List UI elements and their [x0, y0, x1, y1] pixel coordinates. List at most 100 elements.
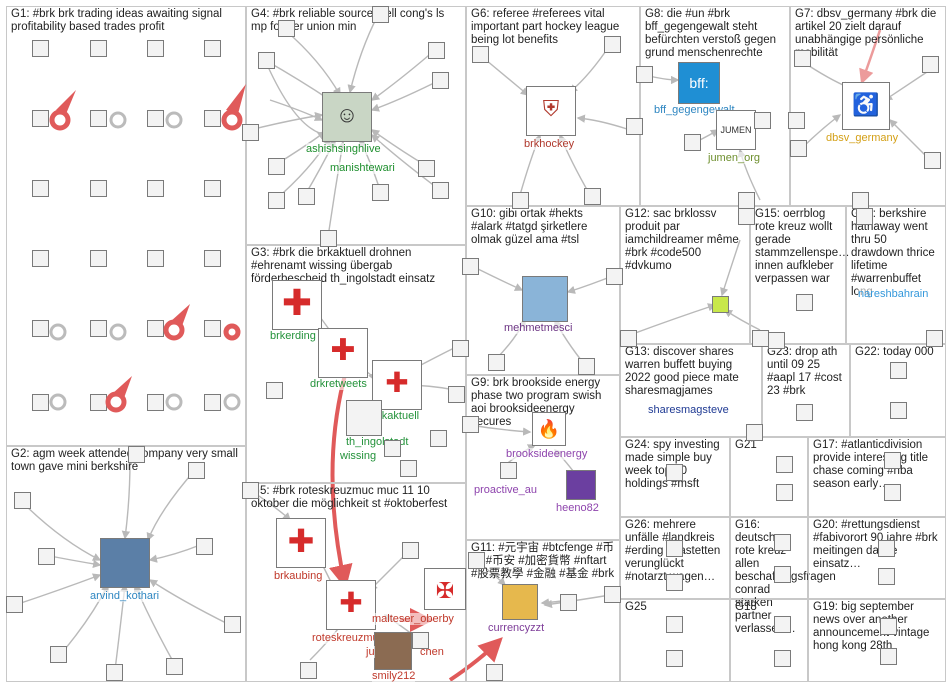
node-drkretweets[interactable]: ✚ — [318, 328, 368, 378]
avatar-node[interactable] — [620, 330, 637, 347]
node-brkhockey[interactable]: ⛨ — [526, 86, 576, 136]
avatar-node[interactable] — [666, 464, 683, 481]
node-ashishsinghlive[interactable]: ☺ — [322, 92, 372, 142]
avatar-node[interactable] — [794, 50, 811, 67]
avatar-node[interactable] — [468, 552, 485, 569]
avatar-node[interactable] — [147, 250, 164, 267]
avatar-node[interactable] — [712, 296, 729, 313]
node-jumen-org[interactable]: JUMEN — [716, 110, 756, 150]
avatar-node[interactable] — [880, 618, 897, 635]
avatar-node[interactable] — [890, 362, 907, 379]
avatar-node[interactable] — [384, 440, 401, 457]
avatar-node[interactable] — [6, 596, 23, 613]
avatar-node[interactable] — [266, 382, 283, 399]
avatar-node[interactable] — [774, 566, 791, 583]
node-mehmetmesci[interactable] — [522, 276, 568, 322]
avatar-node[interactable] — [626, 118, 643, 135]
avatar-node[interactable] — [106, 664, 123, 681]
avatar-node[interactable] — [878, 568, 895, 585]
avatar-node[interactable] — [604, 36, 621, 53]
avatar-node[interactable] — [578, 358, 595, 375]
avatar-node[interactable] — [432, 182, 449, 199]
avatar-node[interactable] — [204, 250, 221, 267]
avatar-node[interactable] — [268, 158, 285, 175]
avatar-node[interactable] — [774, 616, 791, 633]
node-brkerding[interactable]: ✚ — [272, 280, 322, 330]
avatar-node[interactable] — [884, 452, 901, 469]
avatar-node[interactable] — [300, 662, 317, 679]
node-arvind-kothari[interactable] — [100, 538, 150, 588]
avatar-node[interactable] — [32, 110, 49, 127]
avatar-node[interactable] — [320, 230, 337, 247]
avatar-node[interactable] — [774, 650, 791, 667]
avatar-node[interactable] — [147, 110, 164, 127]
avatar-node[interactable] — [204, 40, 221, 57]
avatar-node[interactable] — [880, 648, 897, 665]
avatar-node[interactable] — [890, 402, 907, 419]
avatar-node[interactable] — [878, 540, 895, 557]
avatar-node[interactable] — [147, 320, 164, 337]
avatar-node[interactable] — [147, 40, 164, 57]
avatar-node[interactable] — [430, 430, 447, 447]
avatar-node[interactable] — [204, 180, 221, 197]
avatar-node[interactable] — [738, 208, 755, 225]
avatar-node[interactable] — [188, 462, 205, 479]
avatar-node[interactable] — [746, 424, 763, 441]
avatar-node[interactable] — [774, 534, 791, 551]
avatar-node[interactable] — [922, 56, 939, 73]
avatar-node[interactable] — [604, 586, 621, 603]
avatar-node[interactable] — [788, 112, 805, 129]
node-malteser-oberby[interactable]: ✠ — [424, 568, 466, 610]
avatar-node[interactable] — [884, 484, 901, 501]
avatar-node[interactable] — [452, 340, 469, 357]
avatar-node[interactable] — [776, 456, 793, 473]
node-brkaubing[interactable]: ✚ — [276, 518, 326, 568]
node-brkaktuell[interactable]: ✚ — [372, 360, 422, 410]
avatar-node[interactable] — [560, 594, 577, 611]
avatar-node[interactable] — [428, 42, 445, 59]
avatar-node[interactable] — [768, 332, 785, 349]
avatar-node[interactable] — [400, 460, 417, 477]
avatar-node[interactable] — [790, 140, 807, 157]
avatar-node[interactable] — [90, 110, 107, 127]
avatar-node[interactable] — [418, 160, 435, 177]
avatar-node[interactable] — [90, 40, 107, 57]
avatar-node[interactable] — [196, 538, 213, 555]
avatar-node[interactable] — [90, 320, 107, 337]
avatar-node[interactable] — [38, 548, 55, 565]
avatar-node[interactable] — [796, 294, 813, 311]
avatar-node[interactable] — [147, 394, 164, 411]
avatar-node[interactable] — [298, 188, 315, 205]
avatar-node[interactable] — [32, 394, 49, 411]
avatar-node[interactable] — [412, 632, 429, 649]
avatar-node[interactable] — [32, 320, 49, 337]
avatar-node[interactable] — [684, 134, 701, 151]
avatar-node[interactable] — [666, 574, 683, 591]
node-proactive-au[interactable] — [500, 462, 517, 479]
node-currencyzzt[interactable] — [502, 584, 538, 620]
avatar-node[interactable] — [32, 180, 49, 197]
avatar-node[interactable] — [584, 188, 601, 205]
avatar-node[interactable] — [924, 152, 941, 169]
avatar-node[interactable] — [432, 72, 449, 89]
avatar-node[interactable] — [462, 416, 479, 433]
avatar-node[interactable] — [268, 192, 285, 209]
avatar-node[interactable] — [50, 646, 67, 663]
avatar-node[interactable] — [852, 192, 869, 209]
avatar-node[interactable] — [258, 52, 275, 69]
avatar-node[interactable] — [472, 46, 489, 63]
avatar-node[interactable] — [606, 268, 623, 285]
avatar-node[interactable] — [488, 354, 505, 371]
avatar-node[interactable] — [448, 386, 465, 403]
avatar-node[interactable] — [242, 482, 259, 499]
avatar-node[interactable] — [402, 542, 419, 559]
avatar-node[interactable] — [166, 658, 183, 675]
avatar-node[interactable] — [462, 258, 479, 275]
avatar-node[interactable] — [666, 650, 683, 667]
avatar-node[interactable] — [856, 208, 873, 225]
node-smily212[interactable] — [374, 632, 412, 670]
avatar-node[interactable] — [666, 540, 683, 557]
avatar-node[interactable] — [204, 320, 221, 337]
node-bff-gegengewalt[interactable]: bff: — [678, 62, 720, 104]
avatar-node[interactable] — [512, 192, 529, 209]
